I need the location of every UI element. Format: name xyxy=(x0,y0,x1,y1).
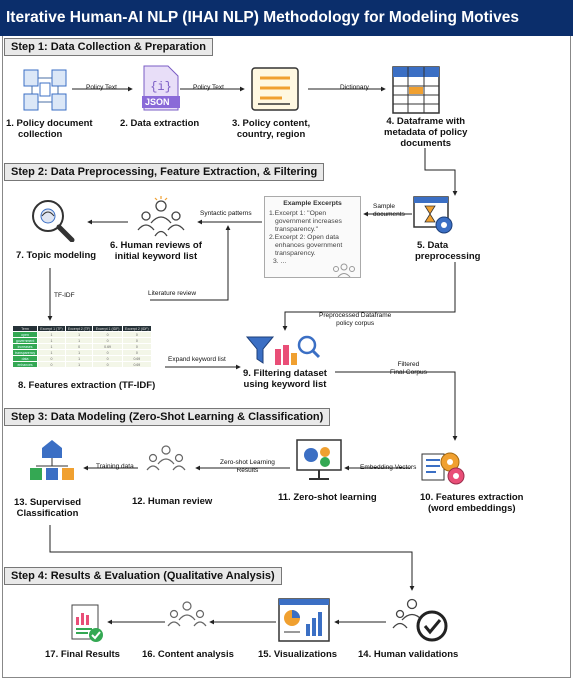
node-15-label: 15. Visualizations xyxy=(258,649,338,660)
documents-network-icon xyxy=(20,68,70,117)
visualization-dashboard-icon xyxy=(278,598,330,647)
node-3-label: 3. Policy content,country, region xyxy=(232,118,311,140)
human-review-icon xyxy=(135,196,187,243)
edge-4-5 xyxy=(424,148,458,196)
people-icon xyxy=(330,262,358,283)
edge-9-10 xyxy=(335,371,458,441)
node-14-label: 14. Human validations xyxy=(358,649,459,660)
filter-search-icon xyxy=(245,333,321,374)
step-1-header: Step 1: Data Collection & Preparation xyxy=(4,38,213,56)
node-8-label: 8. Features extraction (TF-IDF) xyxy=(18,380,156,391)
edge-label-syntactic: Syntactic patterns xyxy=(200,210,252,217)
human-review-2-icon xyxy=(145,442,187,481)
node-11-label: 11. Zero-shot learning xyxy=(278,492,377,503)
json-file-icon: {i} xyxy=(142,64,180,117)
edge-lit-6 xyxy=(150,225,231,301)
svg-text:{i}: {i} xyxy=(150,80,172,94)
edge-label-policy-text-1: Policy Text xyxy=(86,84,117,91)
node-12-label: 12. Human review xyxy=(132,496,213,507)
embedding-gear-icon xyxy=(420,446,466,491)
content-analysis-icon xyxy=(166,598,208,639)
final-results-report-icon xyxy=(70,603,104,648)
classification-tree-icon xyxy=(28,438,76,487)
example-heading: Example Excerpts xyxy=(283,200,342,207)
preprocessing-gear-icon xyxy=(413,196,455,241)
step-3-header: Step 3: Data Modeling (Zero-Shot Learnin… xyxy=(4,408,331,426)
step-4-header: Step 4: Results & Evaluation (Qualitativ… xyxy=(4,567,282,585)
edge-label-training: Training data xyxy=(96,463,134,470)
edge-13-14 xyxy=(49,525,415,591)
edge-label-tfidf: TF-IDF xyxy=(54,292,75,299)
node-16-label: 16. Content analysis xyxy=(142,649,234,660)
dataframe-table-icon xyxy=(392,66,440,119)
human-validation-icon xyxy=(392,596,450,647)
edge-label-dictionary: Dictionary xyxy=(340,84,369,91)
diagram-frame xyxy=(2,36,571,678)
edge-label-embedding: Embedding Vectors xyxy=(360,464,417,471)
page-title: Iterative Human-AI NLP (IHAI NLP) Method… xyxy=(0,0,573,36)
example-excerpts-box: Example Excerpts 1.Excerpt 1: "Open gove… xyxy=(264,196,361,278)
node-10-label: 10. Features extraction(word embeddings) xyxy=(420,492,524,514)
node-17-label: 17. Final Results xyxy=(45,649,120,660)
edge-label-literature: Literature review xyxy=(148,290,197,297)
zero-shot-monitor-icon xyxy=(295,438,345,489)
edge-label-policy-text-2: Policy Text xyxy=(193,84,224,91)
topic-search-icon xyxy=(28,196,78,247)
json-badge-label: JSON xyxy=(145,97,170,107)
node-7-label: 7. Topic modeling xyxy=(16,250,97,261)
edge-label-expand: Expand keyword list xyxy=(168,356,226,363)
node-2-label: 2. Data extraction xyxy=(120,118,200,129)
document-checklist-icon xyxy=(250,66,300,117)
step-2-header: Step 2: Data Preprocessing, Feature Extr… xyxy=(4,163,325,181)
edge-5-9 xyxy=(282,262,456,331)
